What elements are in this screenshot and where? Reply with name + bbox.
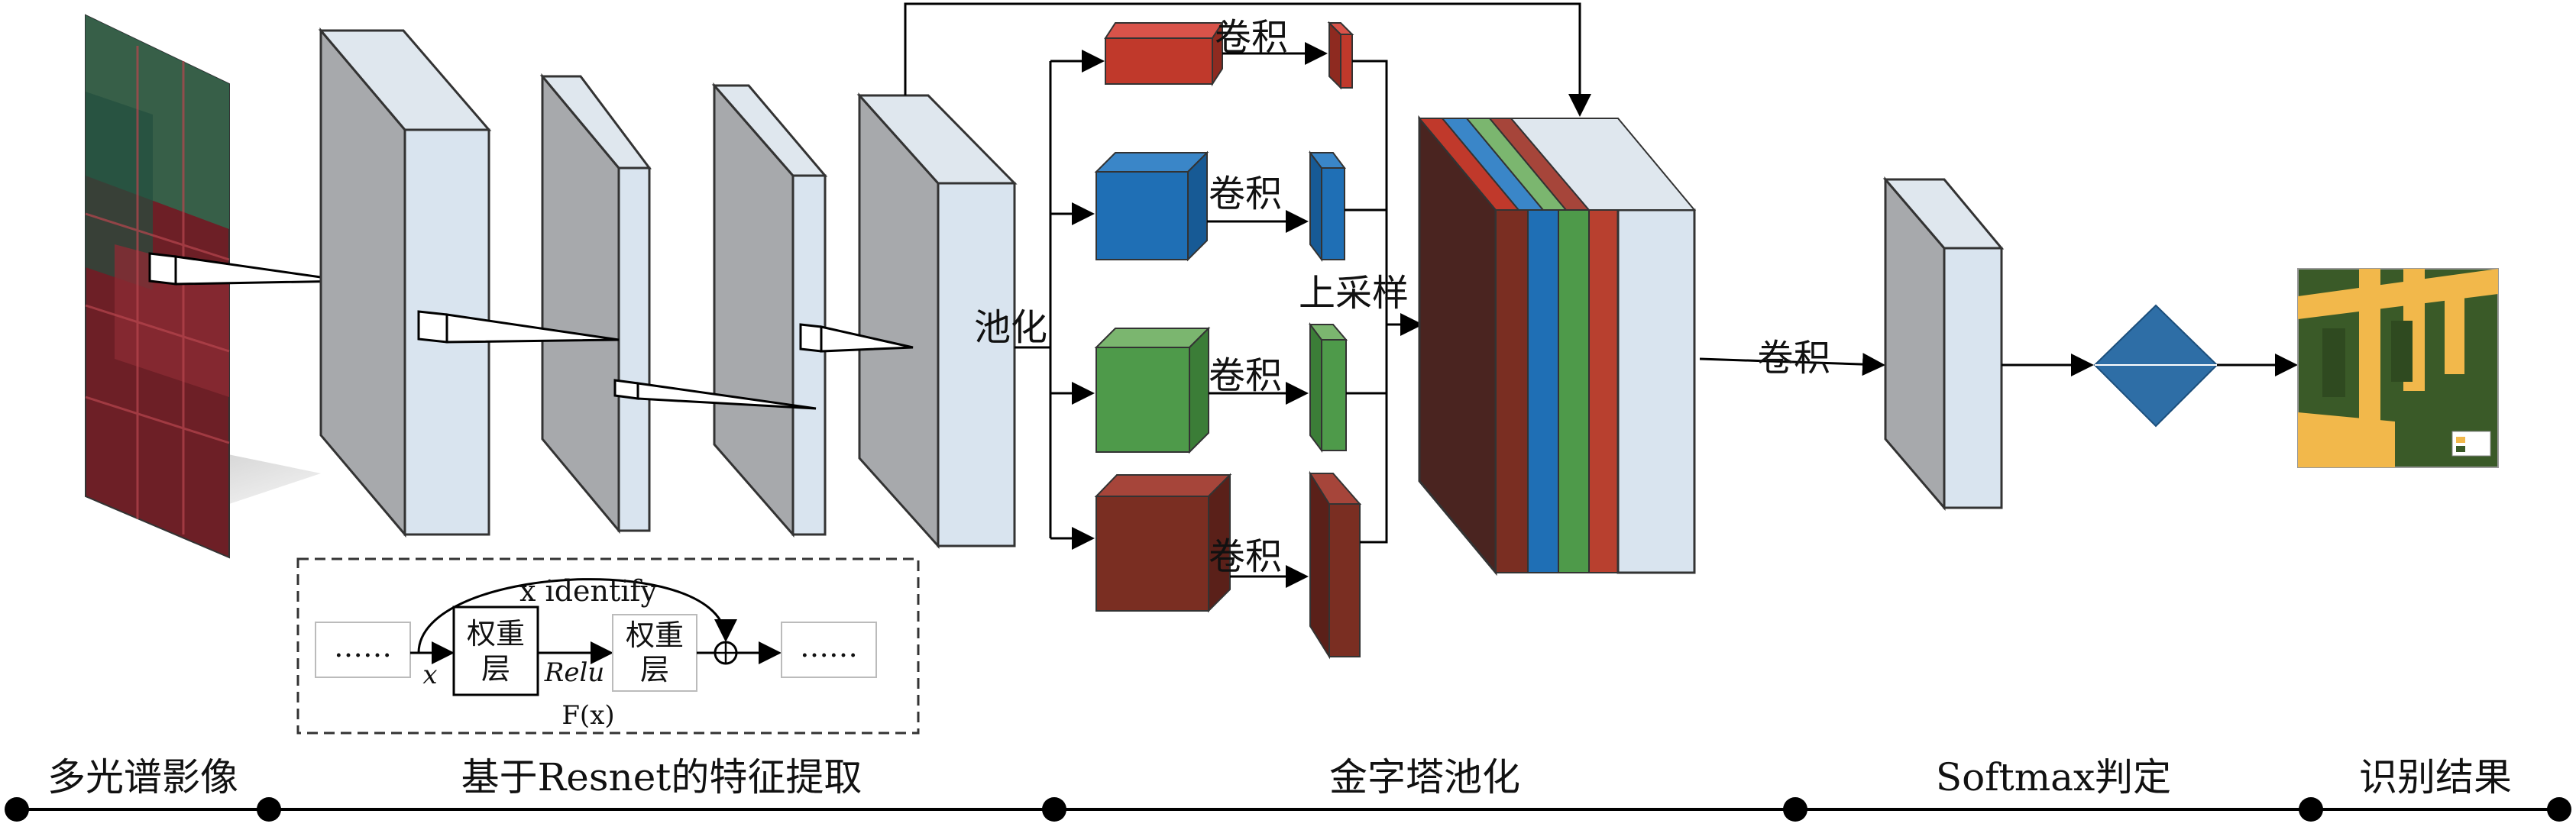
upsample-label: 上采样 <box>1299 272 1409 315</box>
weight-layer-2-line2: 层 <box>640 653 669 686</box>
conv-slab-blue <box>1309 150 1346 262</box>
pool-cube-green <box>1094 326 1211 454</box>
receptive-field-1 <box>148 252 348 286</box>
final-feature-slab <box>1882 176 2005 512</box>
res-x-label: x <box>422 660 437 690</box>
conv-label-1: 卷积 <box>1215 16 1288 59</box>
conv-slab-red <box>1327 21 1354 90</box>
x-identify-label: x identify <box>519 574 657 608</box>
receptive-field-4 <box>799 323 914 353</box>
res-dots-left: …… <box>334 630 392 664</box>
final-conv-label: 卷积 <box>1757 337 1830 379</box>
residual-block: …… x 权重 层 Relu 权重 层 …… x identify F(x) <box>296 557 920 735</box>
relu-label: Relu <box>544 657 605 688</box>
stage-label-2: 基于Resnet的特征提取 <box>461 755 862 799</box>
pool-label: 池化 <box>974 306 1047 349</box>
receptive-field-3 <box>613 379 817 410</box>
res-dots-right: …… <box>800 630 858 664</box>
result-map <box>2297 268 2499 468</box>
feature-slab-3 <box>711 82 828 538</box>
weight-layer-1-line2: 层 <box>481 652 510 686</box>
conv-slab-green <box>1309 322 1348 453</box>
multispectral-image <box>85 14 321 559</box>
receptive-field-2 <box>417 310 620 344</box>
pool-cube-brown <box>1094 473 1232 613</box>
timeline <box>5 797 2571 822</box>
conv-label-3: 卷积 <box>1209 354 1282 397</box>
pool-cube-blue <box>1094 150 1209 262</box>
conv-label-2: 卷积 <box>1209 173 1282 215</box>
feature-slab-1 <box>318 27 492 538</box>
pool-cube-red <box>1104 20 1224 87</box>
conv-label-4: 卷积 <box>1209 535 1282 578</box>
weight-layer-2-line1: 权重 <box>626 618 684 652</box>
fx-label: F(x) <box>561 700 614 731</box>
conv-slab-brown <box>1309 470 1362 660</box>
feature-slab-2 <box>539 73 652 534</box>
weight-layer-1-line1: 权重 <box>467 617 525 651</box>
softmax-diamond <box>2093 304 2218 428</box>
stage-label-4: Softmax判定 <box>1936 755 2171 799</box>
skip-connection <box>904 2 1591 117</box>
stage-label-1: 多光谱影像 <box>47 755 238 799</box>
stage-label-3: 金字塔池化 <box>1329 755 1520 799</box>
concat-block <box>1417 115 1697 576</box>
stage-label-5: 识别结果 <box>2359 755 2512 799</box>
